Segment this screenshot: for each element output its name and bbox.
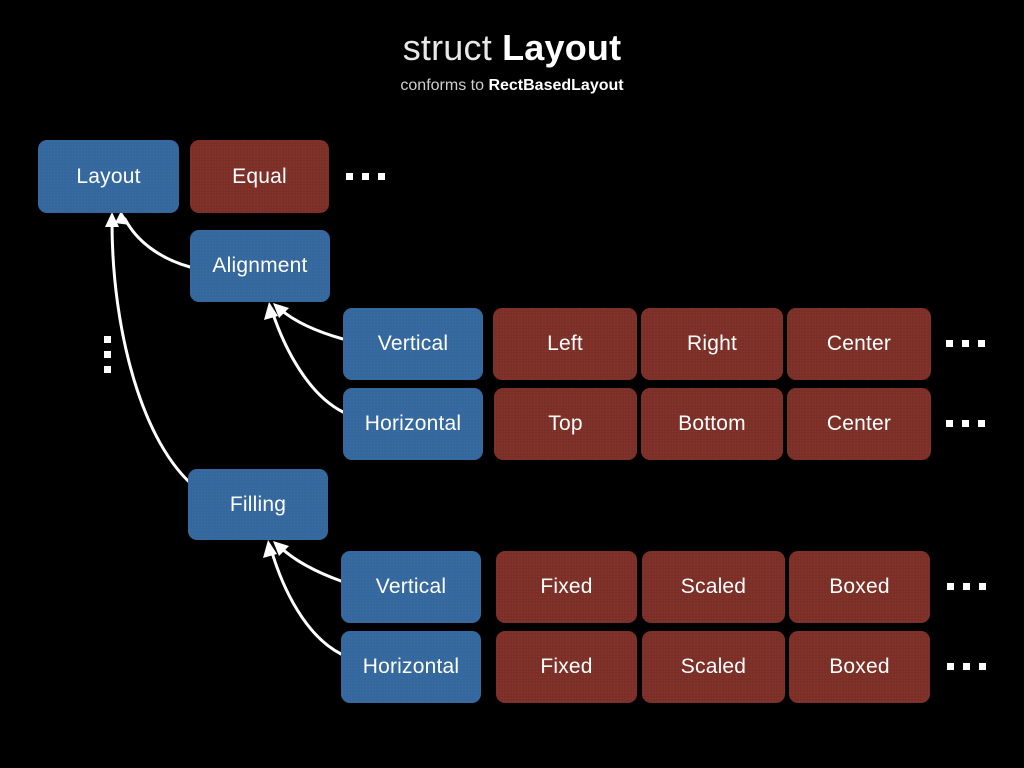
node-alignment-horizontal-label: Horizontal [364,412,462,435]
node-alignment[interactable]: Alignment [190,230,330,302]
arrow-filling-vertical-to-filling [273,541,343,583]
ellipsis-dot [362,173,369,180]
page-title: struct Layout [0,26,1024,70]
node-label: Left [547,332,583,355]
node-alignment-vertical-case-right[interactable]: Right [641,308,783,380]
node-label: Scaled [680,655,747,678]
arrow-alignment-vertical-to-alignment [273,303,345,341]
ellipsis-dot [962,420,969,427]
node-filling-vertical-case-fixed[interactable]: Fixed [496,551,637,623]
arrow-alignment-to-layout [115,211,192,269]
arrow-filling-to-layout [105,212,198,490]
node-label: Fixed [540,575,593,598]
node-filling-horizontal-case-scaled[interactable]: Scaled [642,631,785,703]
ellipsis-dot [947,583,954,590]
node-filling-vertical-label: Vertical [375,575,447,598]
node-alignment-horizontal-case-bottom[interactable]: Bottom [641,388,783,460]
node-label: Top [548,412,583,435]
node-filling-vertical-case-scaled[interactable]: Scaled [642,551,785,623]
arrow-filling-horizontal-to-filling [263,540,343,656]
node-label: Center [826,412,892,435]
node-filling-horizontal-case-fixed[interactable]: Fixed [496,631,637,703]
node-equal-label: Equal [232,164,287,188]
node-filling[interactable]: Filling [188,469,328,540]
node-label: Fixed [540,655,593,678]
node-alignment-horizontal-case-top[interactable]: Top [494,388,637,460]
node-filling-horizontal[interactable]: Horizontal [341,631,481,703]
page-subtitle-protocol: RectBasedLayout [488,77,624,94]
ellipsis-dot [378,173,385,180]
title-block: struct Layout conforms to RectBasedLayou… [0,26,1024,96]
page-subtitle: conforms to RectBasedLayout [0,76,1024,96]
node-alignment-horizontal[interactable]: Horizontal [343,388,483,460]
node-label: Bottom [678,412,746,435]
page-title-keyword: struct [402,27,492,68]
ellipsis-dot [963,663,970,670]
arrow-alignment-horizontal-to-alignment [264,302,345,414]
node-label: Boxed [829,575,890,598]
node-alignment-vertical-label: Vertical [377,332,449,355]
node-label: Boxed [829,655,890,678]
ellipsis-dot [979,663,986,670]
node-filling-vertical[interactable]: Vertical [341,551,481,623]
node-filling-horizontal-case-boxed[interactable]: Boxed [789,631,930,703]
node-alignment-horizontal-case-center[interactable]: Center [787,388,931,460]
ellipsis-dot [979,583,986,590]
ellipsis-dot [978,340,985,347]
ellipsis-dot [104,336,111,343]
node-alignment-label: Alignment [212,254,308,277]
node-filling-label: Filling [229,492,287,516]
node-layout[interactable]: Layout [38,140,179,213]
node-equal[interactable]: Equal [190,140,329,213]
ellipsis-dot [104,366,111,373]
page-subtitle-prefix: conforms to [400,77,484,94]
node-alignment-vertical-case-left[interactable]: Left [493,308,637,380]
ellipsis-dot [946,420,953,427]
ellipsis-dot [346,173,353,180]
ellipsis-dot [947,663,954,670]
ellipsis-dot [104,351,111,358]
ellipsis-dot [978,420,985,427]
node-filling-horizontal-label: Horizontal [362,655,460,678]
ellipsis-dot [962,340,969,347]
ellipsis-dot [963,583,970,590]
node-alignment-vertical-case-center[interactable]: Center [787,308,931,380]
node-layout-label: Layout [76,164,141,188]
node-label: Scaled [680,575,747,598]
node-label: Right [686,332,738,355]
node-filling-vertical-case-boxed[interactable]: Boxed [789,551,930,623]
node-label: Center [826,332,892,355]
node-alignment-vertical[interactable]: Vertical [343,308,483,380]
ellipsis-dot [946,340,953,347]
page-title-name: Layout [502,27,622,68]
